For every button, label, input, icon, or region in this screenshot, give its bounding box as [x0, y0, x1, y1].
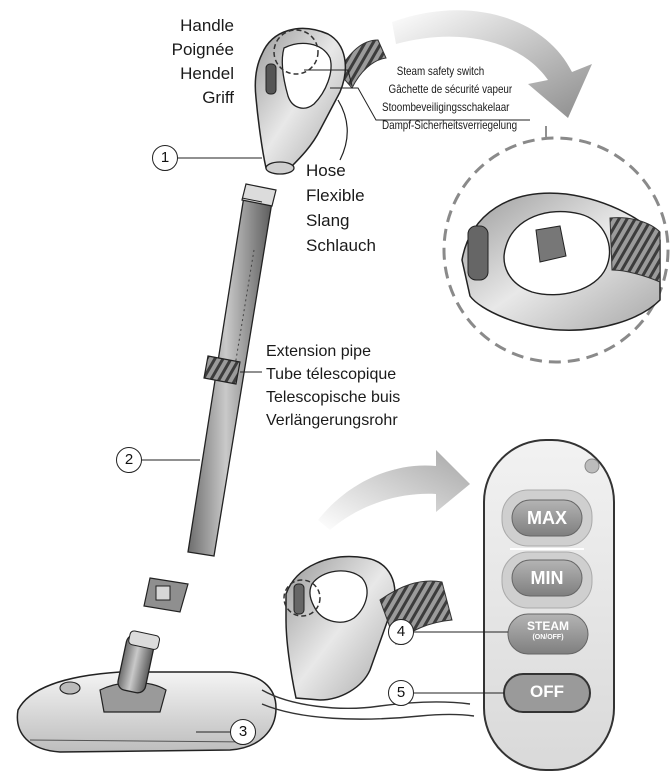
hose-label-nl: Slang — [306, 211, 350, 230]
steam-switch-label-de: Dampf-Sicherheitsverriegelung — [382, 118, 518, 132]
extension-pipe-label: Extension pipe Tube télescopique Telesco… — [266, 340, 400, 432]
hose-label-de: Schlauch — [306, 236, 376, 255]
handle-label: Handle Poignée Hendel Griff — [120, 14, 234, 110]
handle-label-nl: Hendel — [180, 64, 234, 83]
extension-pipe-label-nl: Telescopische buis — [266, 389, 401, 406]
steam-switch-label-fr: Gâchette de sécurité vapeur — [388, 82, 513, 96]
callout-5: 5 — [388, 680, 414, 706]
steam-button-label: STEAM — [527, 619, 569, 633]
extension-pipe-label-en: Extension pipe — [266, 343, 371, 360]
hose-label-fr: Flexible — [306, 186, 365, 205]
callout-1: 1 — [152, 145, 178, 171]
curved-arrow-bottom — [318, 450, 470, 530]
steam-switch-label: Steam safety switch Gâchette de sécurité… — [382, 62, 517, 134]
steam-switch-label-nl: Stoombeveiligingsschakelaar — [382, 100, 510, 114]
hose-label: Hose Flexible Slang Schlauch — [306, 158, 376, 258]
handle-label-en: Handle — [180, 16, 234, 35]
hose-label-en: Hose — [306, 161, 346, 180]
pipe-collar — [203, 355, 241, 385]
steam-switch-label-en: Steam safety switch — [396, 64, 485, 78]
handle-label-fr: Poignée — [171, 40, 234, 59]
extension-pipe-label-de: Verlängerungsrohr — [266, 412, 398, 429]
min-button[interactable]: MIN — [530, 568, 564, 588]
off-button[interactable]: OFF — [530, 682, 564, 701]
steam-button-sublabel: (ON/OFF) — [532, 634, 564, 641]
handle-label-de: Griff — [202, 88, 234, 107]
max-button[interactable]: MAX — [527, 508, 567, 528]
callout-3: 3 — [230, 719, 256, 745]
callout-4: 4 — [388, 619, 414, 645]
curved-arrow-top — [392, 10, 592, 118]
indicator-light-icon — [584, 458, 600, 474]
callout-2: 2 — [116, 447, 142, 473]
extension-pipe-label-fr: Tube télescopique — [266, 366, 397, 383]
steam-button[interactable]: STEAM (ON/OFF) — [508, 619, 588, 641]
